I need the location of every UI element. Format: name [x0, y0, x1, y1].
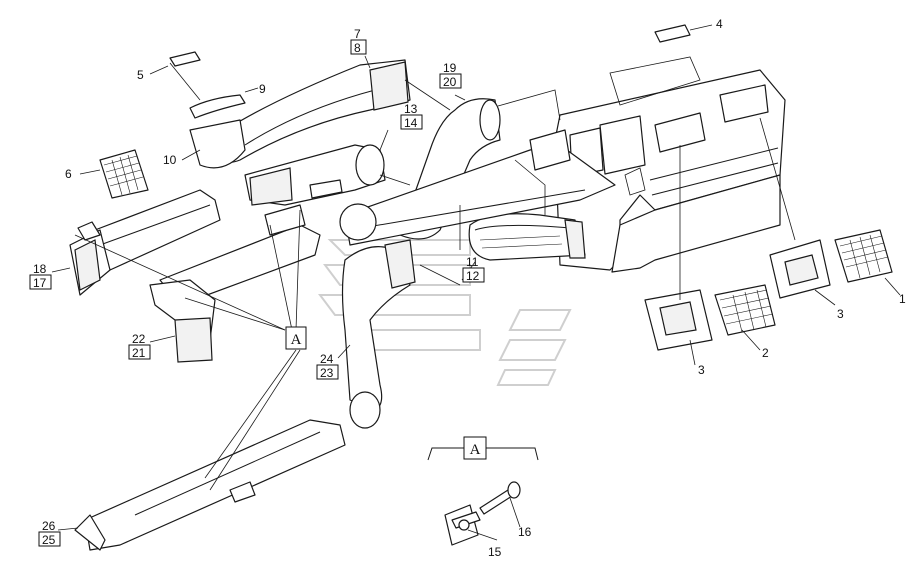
leader-4 — [609, 56, 701, 106]
label-23: 23 — [320, 366, 334, 380]
callout-a-leaders — [74, 209, 301, 491]
label-13: 13 — [404, 102, 418, 116]
label-15: 15 — [488, 545, 502, 559]
label-8-box — [350, 39, 367, 55]
label-9: 9 — [259, 82, 266, 96]
item-6-grille — [99, 149, 149, 199]
label-17-box — [29, 274, 52, 290]
label-11: 11 — [466, 255, 479, 269]
dashboard-panel — [554, 69, 786, 273]
middle-vent-assembly — [644, 284, 776, 351]
item-4-cap — [654, 24, 691, 43]
label-3-left: 3 — [698, 363, 705, 377]
label-25: 25 — [42, 533, 56, 547]
callout-a-detail: A — [470, 442, 481, 458]
label-19: 19 — [443, 61, 457, 75]
label-4: 4 — [716, 17, 723, 31]
label-14-box — [400, 114, 423, 130]
item-9-vent — [189, 94, 246, 119]
label-21-box — [128, 344, 151, 360]
label-20: 20 — [443, 75, 457, 89]
label-3-right: 3 — [837, 307, 844, 321]
label-20-box — [439, 73, 462, 89]
label-17: 17 — [33, 276, 47, 290]
label-8: 8 — [354, 41, 361, 55]
callout-a-main: A — [291, 332, 302, 348]
label-7: 7 — [354, 27, 361, 41]
leader-4b — [689, 24, 713, 31]
label-21: 21 — [132, 346, 146, 360]
watermark-logo — [318, 239, 572, 386]
label-26: 26 — [42, 519, 56, 533]
label-1: 1 — [899, 292, 906, 306]
label-16: 16 — [518, 525, 532, 539]
label-23-box — [316, 364, 339, 380]
label-25-box — [38, 531, 61, 547]
label-22: 22 — [132, 332, 146, 346]
label-5: 5 — [137, 68, 144, 82]
label-12: 12 — [466, 269, 480, 283]
leader-lines — [51, 55, 901, 541]
label-18: 18 — [33, 262, 47, 276]
duct-7-8 — [189, 59, 411, 169]
horizontal-rod — [159, 204, 321, 306]
label-10: 10 — [163, 153, 177, 167]
label-12-box — [462, 267, 485, 283]
label-2: 2 — [762, 346, 769, 360]
center-duct — [468, 213, 586, 261]
item-5-cap — [169, 51, 201, 67]
right-vent-assembly — [769, 229, 893, 299]
hose-24-23 — [341, 239, 416, 429]
duct-13-14 — [244, 144, 386, 206]
label-24: 24 — [320, 352, 334, 366]
detail-a-assembly — [427, 447, 539, 546]
label-6: 6 — [65, 167, 72, 181]
label-14: 14 — [404, 116, 418, 130]
bend-22-21 — [149, 279, 216, 363]
upper-pipe — [339, 98, 616, 246]
callout-a-main-box — [285, 326, 307, 350]
callout-a-detail-box — [463, 436, 487, 460]
lower-duct — [74, 419, 346, 551]
